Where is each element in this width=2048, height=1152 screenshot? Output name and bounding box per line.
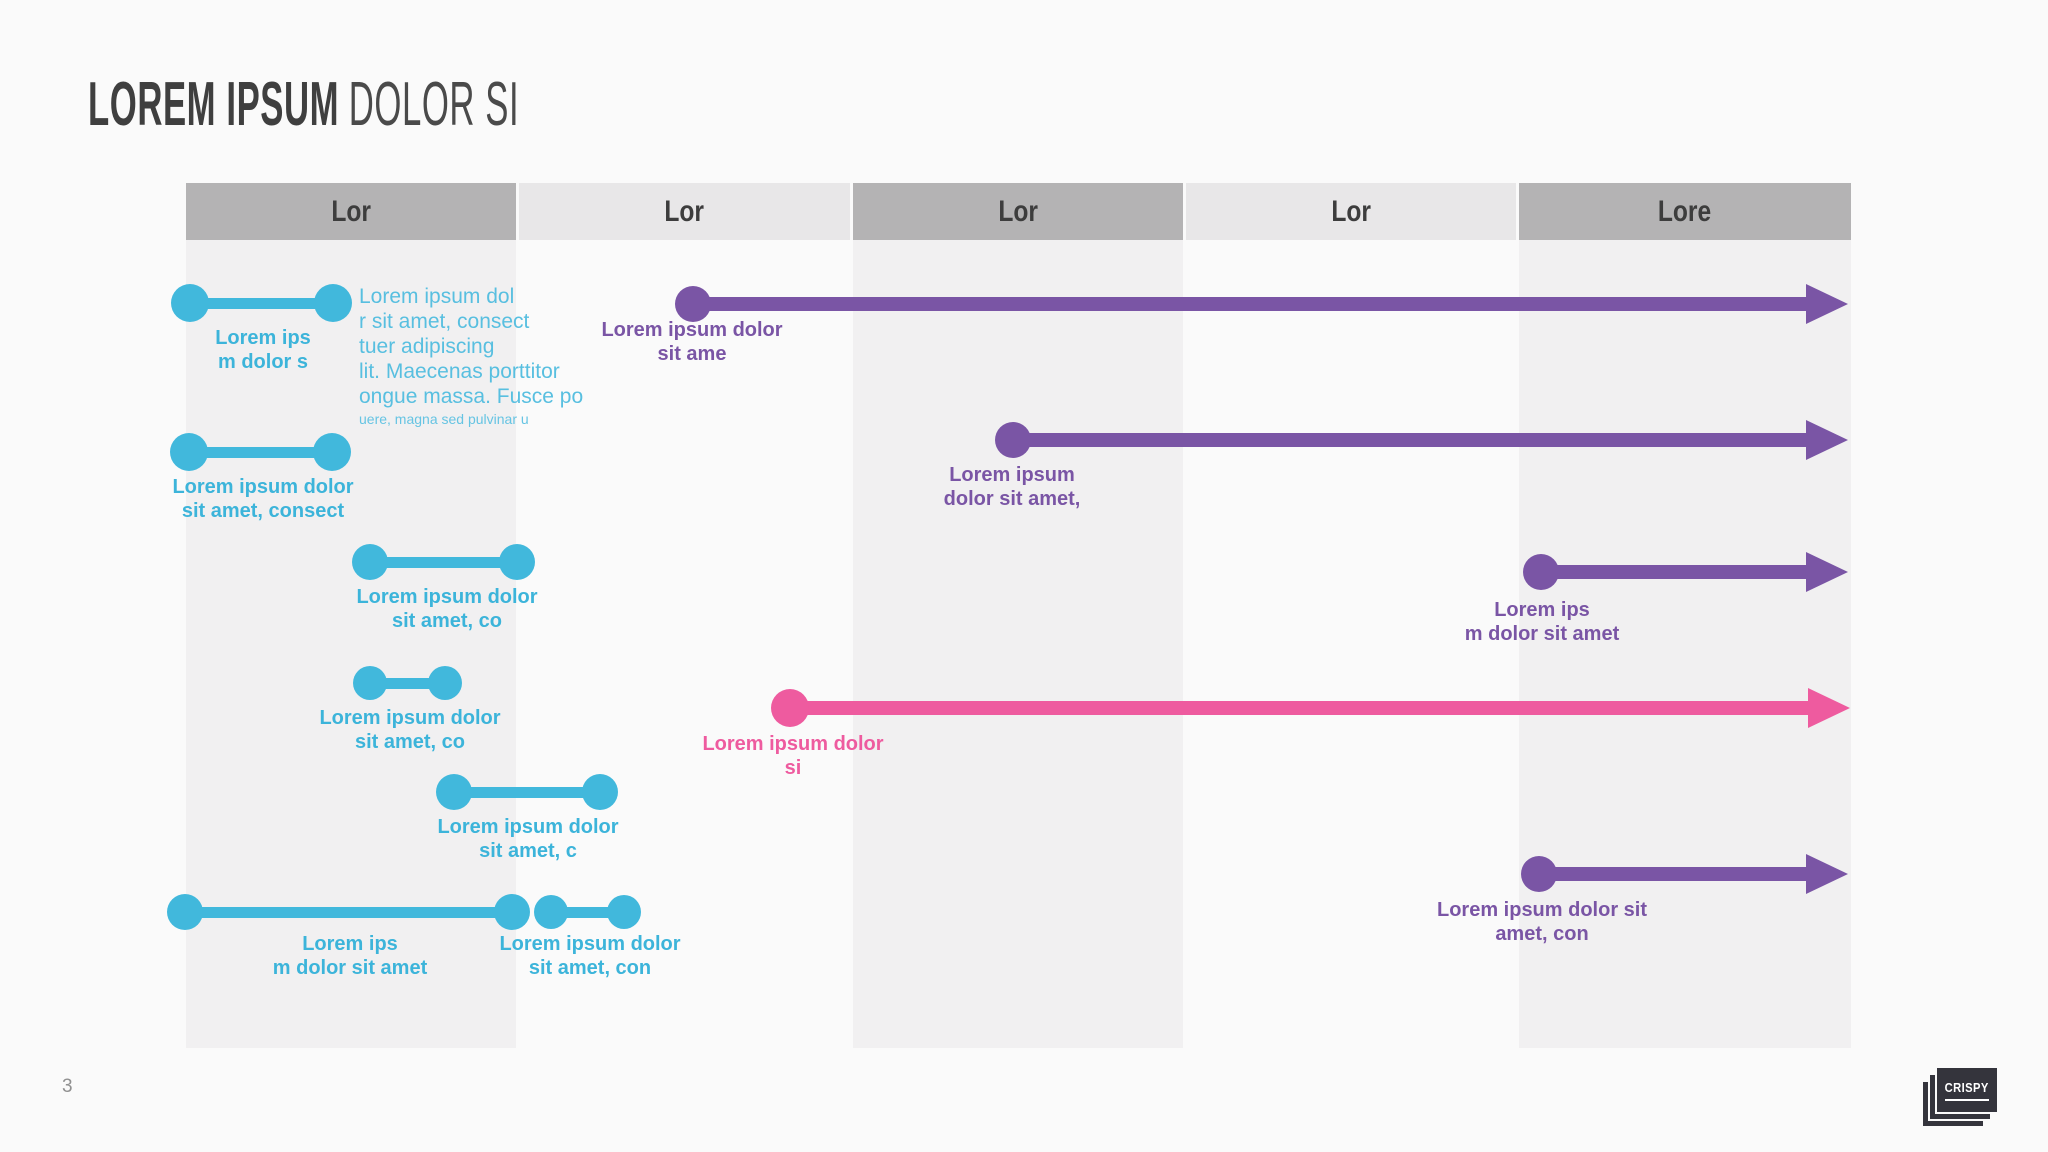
milestone-arrow-4-start-dot: [771, 689, 809, 727]
milestone-arrow-3-label: Lorem ips m dolor sit amet: [1464, 599, 1620, 645]
task-range-1-end-dot: [314, 284, 352, 322]
milestone-arrow-3-shaft: [1541, 565, 1808, 579]
column-header-4: Lor: [1186, 183, 1516, 240]
milestone-arrow-4-arrowhead-icon: [1808, 688, 1850, 728]
task-range-3-end-dot: [499, 544, 535, 580]
task-range-1-start-dot: [171, 284, 209, 322]
description-block: Lorem ipsum dol r sit amet, consect tuer…: [359, 284, 583, 428]
milestone-arrow-5-shaft: [1539, 867, 1808, 881]
task-range-2-start-dot: [170, 433, 208, 471]
milestone-arrow-5-label: Lorem ipsum dolor sit amet, con: [1436, 899, 1648, 945]
column-header-label: Lor: [331, 194, 371, 228]
milestone-arrow-1-start-dot: [675, 286, 711, 322]
task-range-7-label: Lorem ipsum dolor sit amet, con: [499, 933, 681, 979]
task-range-6-connector: [185, 907, 512, 918]
task-range-3-start-dot: [352, 544, 388, 580]
column-header-3: Lor: [853, 183, 1183, 240]
milestone-arrow-5-arrowhead-icon: [1806, 854, 1848, 894]
task-range-2-label: Lorem ipsum dolor sit amet, consect: [172, 476, 354, 522]
task-range-4-start-dot: [353, 666, 387, 700]
column-header-label: Lor: [998, 194, 1038, 228]
milestone-arrow-1-arrowhead-icon: [1806, 284, 1848, 324]
task-range-2-connector: [189, 447, 332, 458]
milestone-arrow-1-label: Lorem ipsum dolor sit ame: [601, 319, 783, 365]
task-range-2-end-dot: [313, 433, 351, 471]
column-header-1: Lor: [186, 183, 516, 240]
task-range-5-end-dot: [582, 774, 618, 810]
task-range-6-end-dot: [494, 894, 530, 930]
milestone-arrow-3-start-dot: [1523, 554, 1559, 590]
column-header-label: Lore: [1658, 194, 1712, 228]
milestone-arrow-1-shaft: [693, 297, 1808, 311]
column-band-3: [1519, 240, 1851, 1048]
milestone-arrow-5-start-dot: [1521, 856, 1557, 892]
task-range-5-label: Lorem ipsum dolor sit amet, c: [437, 816, 619, 862]
logo-text: CRISPY: [1944, 1079, 1990, 1095]
task-range-7-start-dot: [534, 895, 568, 929]
page-title: LOREM IPSUM DOLOR SI: [88, 74, 519, 136]
task-range-5-start-dot: [436, 774, 472, 810]
milestone-arrow-4-shaft: [790, 701, 1810, 715]
brand-logo: CRISPY: [1917, 1058, 2017, 1138]
milestone-arrow-2-start-dot: [995, 422, 1031, 458]
milestone-arrow-3-arrowhead-icon: [1806, 552, 1848, 592]
task-range-3-label: Lorem ipsum dolor sit amet, co: [356, 586, 538, 632]
column-header-label: Lor: [1331, 194, 1371, 228]
task-range-1-label: Lorem ips m dolor s: [215, 327, 311, 373]
task-range-4-connector: [370, 678, 445, 689]
task-range-3-connector: [370, 557, 517, 568]
description-small-line: uere, magna sed pulvinar u: [359, 411, 529, 427]
task-range-5-connector: [454, 787, 600, 798]
column-header-5: Lore: [1519, 183, 1851, 240]
milestone-arrow-2-shaft: [1013, 433, 1808, 447]
page-number: 3: [62, 1076, 73, 1097]
column-header-label: Lor: [664, 194, 705, 228]
milestone-arrow-2-arrowhead-icon: [1806, 420, 1848, 460]
description-lines: Lorem ipsum dol r sit amet, consect tuer…: [359, 285, 584, 408]
milestone-arrow-2-label: Lorem ipsum dolor sit amet,: [943, 464, 1081, 510]
task-range-4-label: Lorem ipsum dolor sit amet, co: [319, 707, 501, 753]
task-range-7-end-dot: [607, 895, 641, 929]
task-range-4-end-dot: [428, 666, 462, 700]
page-title-regular: DOLOR SI: [348, 70, 520, 139]
column-header-2: Lor: [519, 183, 850, 240]
task-range-7-connector: [551, 907, 624, 918]
milestone-arrow-4-label: Lorem ipsum dolor si: [702, 733, 884, 779]
page-title-bold: LOREM IPSUM: [88, 70, 340, 139]
logo-card: CRISPY: [1935, 1066, 1999, 1114]
task-range-1-connector: [190, 298, 333, 309]
task-range-6-start-dot: [167, 894, 203, 930]
column-band-2: [853, 240, 1183, 1048]
task-range-6-label: Lorem ips m dolor sit amet: [272, 933, 428, 979]
logo-underline: [1945, 1098, 1989, 1101]
